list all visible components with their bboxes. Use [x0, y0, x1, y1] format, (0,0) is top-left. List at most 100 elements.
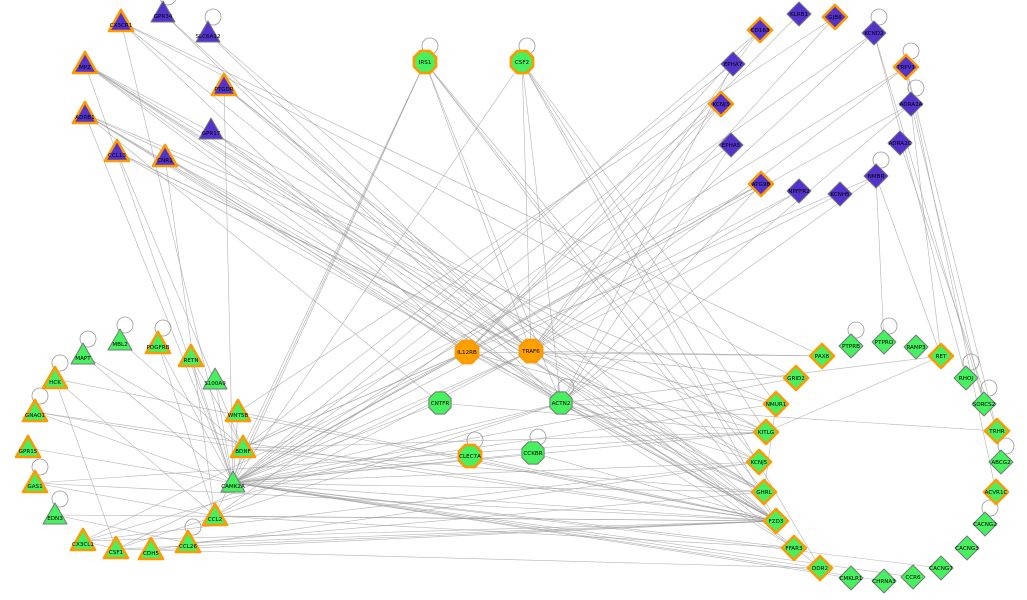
node-KITLG[interactable]: KITLG: [752, 418, 780, 446]
triangle-shape-icon: [224, 398, 252, 423]
node-CCR6[interactable]: CCR6: [900, 564, 926, 590]
diamond-shape-icon: [971, 391, 997, 417]
edge-IL12RB-CAMK2A: [232, 351, 468, 484]
hexagon-shape-icon: [457, 443, 483, 469]
edge-ACTN2-TRHR: [560, 402, 998, 432]
node-CD163[interactable]: CD163: [746, 16, 774, 44]
diamond-shape-icon: [900, 564, 926, 590]
node-RET[interactable]: RET: [927, 342, 955, 370]
node-CACNG7[interactable]: CACNG7: [928, 555, 954, 581]
edge-ACTN2-CSF1: [115, 402, 562, 550]
node-CX3CL1[interactable]: CX3CL1: [69, 527, 97, 552]
node-CSF2[interactable]: CSF2: [509, 49, 535, 75]
node-GPR17[interactable]: GPR17: [198, 117, 224, 140]
edge-MPZ-ACTN2: [84, 63, 562, 404]
edge-CDH5-FZD3: [150, 520, 777, 551]
edge-GJB6-TRAF6: [530, 16, 836, 352]
node-IRS1[interactable]: IRS1: [412, 49, 438, 75]
node-DDR2[interactable]: DDR2: [806, 554, 834, 582]
diamond-shape-icon: [898, 91, 924, 117]
node-PAX8[interactable]: PAX8: [808, 342, 836, 370]
edge-CCL2-FFAR3: [214, 515, 795, 549]
edge-ACTN2-CX3CL1: [82, 402, 562, 542]
edge-TRPV1-TRAF6: [530, 66, 907, 352]
node-CCKBR[interactable]: CCKBR: [521, 441, 545, 465]
node-EPHA5[interactable]: EPHA5: [718, 132, 744, 158]
edge-KCNJ3-TRAF6: [530, 103, 722, 352]
node-IL12RB[interactable]: IL12RB: [454, 339, 480, 365]
edge-MPZ-KCNJ5: [84, 63, 760, 463]
edge-BDNF-RETN: [190, 356, 244, 449]
triangle-shape-icon: [202, 367, 228, 390]
edge-CLEC7A-FZD3: [469, 455, 777, 522]
edge-CSF1-DDR2: [115, 548, 821, 569]
triangle-shape-icon: [42, 502, 68, 525]
edge-CLEC7A-CAMK2A: [232, 455, 471, 484]
diamond-shape-icon: [762, 507, 790, 535]
edge-ADRB1-ACTN2: [84, 113, 562, 404]
diamond-shape-icon: [786, 178, 812, 204]
node-GPR15[interactable]: GPR15: [14, 434, 42, 459]
diamond-shape-icon: [954, 535, 980, 561]
edge-PDGFRB-CAMK2A: [157, 343, 234, 484]
edge-TRPV1-TRHR: [905, 66, 998, 432]
node-CACNG3[interactable]: CACNG3: [954, 535, 980, 561]
node-TRAF6[interactable]: TRAF6: [518, 338, 544, 364]
edge-CNTFR-KITLG: [439, 402, 767, 433]
node-KCNJ5[interactable]: KCNJ5: [745, 448, 773, 476]
triangle-shape-icon: [103, 138, 131, 163]
node-WNT5B[interactable]: WNT5B: [224, 398, 252, 423]
node-FFAR3[interactable]: FFAR3: [780, 534, 808, 562]
diamond-shape-icon: [752, 418, 780, 446]
diamond-shape-icon: [983, 417, 1011, 445]
node-TRHR[interactable]: TRHR: [983, 417, 1011, 445]
edge-CAMK2A-FFAR3: [232, 482, 795, 549]
node-KCNH5[interactable]: KCNH5: [827, 181, 853, 207]
node-CHRNA3[interactable]: CHRNA3: [871, 568, 897, 594]
edge-SLC6A12-TRAF6: [207, 32, 532, 352]
edge-CSF2-FZD3: [521, 61, 777, 522]
edge-BDNF-FZD3: [242, 447, 777, 522]
edge-CNR1-IL12RB: [164, 156, 468, 353]
node-CLEC7A[interactable]: CLEC7A: [457, 443, 483, 469]
triangle-shape-icon: [107, 8, 135, 33]
edge-CCL26-FZD3: [187, 520, 777, 544]
edge-IL12RB-GHRL: [466, 351, 765, 493]
node-GRID2[interactable]: GRID2: [782, 364, 810, 392]
node-ADRB1[interactable]: ADRB1: [71, 100, 99, 125]
self-loop-PTPRO: [880, 317, 898, 335]
node-NMUR1[interactable]: NMUR1: [762, 390, 790, 418]
edge-CAMK2A-KCNJ5: [232, 461, 760, 484]
node-CX3CR1[interactable]: CX3CR1: [107, 8, 135, 33]
self-loop-ADRA2A: [907, 79, 925, 97]
node-RAMP3[interactable]: RAMP3: [903, 334, 929, 360]
node-ACTN2[interactable]: ACTN2: [549, 391, 573, 415]
edge-PTGDR-TRAF6: [223, 85, 532, 352]
diamond-shape-icon: [718, 132, 744, 158]
node-GJB6[interactable]: GJB6: [821, 3, 849, 31]
hexagon-shape-icon: [521, 441, 545, 465]
node-NPFFR2[interactable]: NPFFR2: [786, 178, 812, 204]
node-PTGDR[interactable]: PTGDR: [210, 72, 238, 97]
node-CCL13[interactable]: CCL13: [103, 138, 131, 163]
edge-IRS1-KCNJ5: [424, 61, 760, 463]
triangle-shape-icon: [150, 0, 176, 23]
edge-CNR1-FZD3: [164, 156, 777, 522]
diamond-shape-icon: [863, 163, 889, 189]
node-S100A9[interactable]: S100A9: [202, 367, 228, 390]
edge-TRAF6-CAMK2A: [232, 350, 532, 484]
node-RETN[interactable]: RETN: [177, 343, 205, 368]
node-ADRA2C[interactable]: ADRA2C: [887, 130, 913, 156]
diamond-shape-icon: [786, 1, 812, 27]
edge-CAMK2A-FZD3: [232, 482, 777, 522]
triangle-shape-icon: [229, 434, 257, 459]
edge-ADRB1-IL12RB: [84, 113, 468, 353]
edge-ATG9B-CAMK2A: [232, 183, 762, 484]
node-MPZ[interactable]: MPZ: [71, 50, 99, 75]
edge-IRS1-BDNF: [242, 61, 426, 449]
node-CNTFR[interactable]: CNTFR: [428, 391, 452, 415]
edge-TRAF6-NMUR1: [530, 350, 777, 405]
hexagon-shape-icon: [549, 391, 573, 415]
triangle-shape-icon: [41, 365, 69, 390]
